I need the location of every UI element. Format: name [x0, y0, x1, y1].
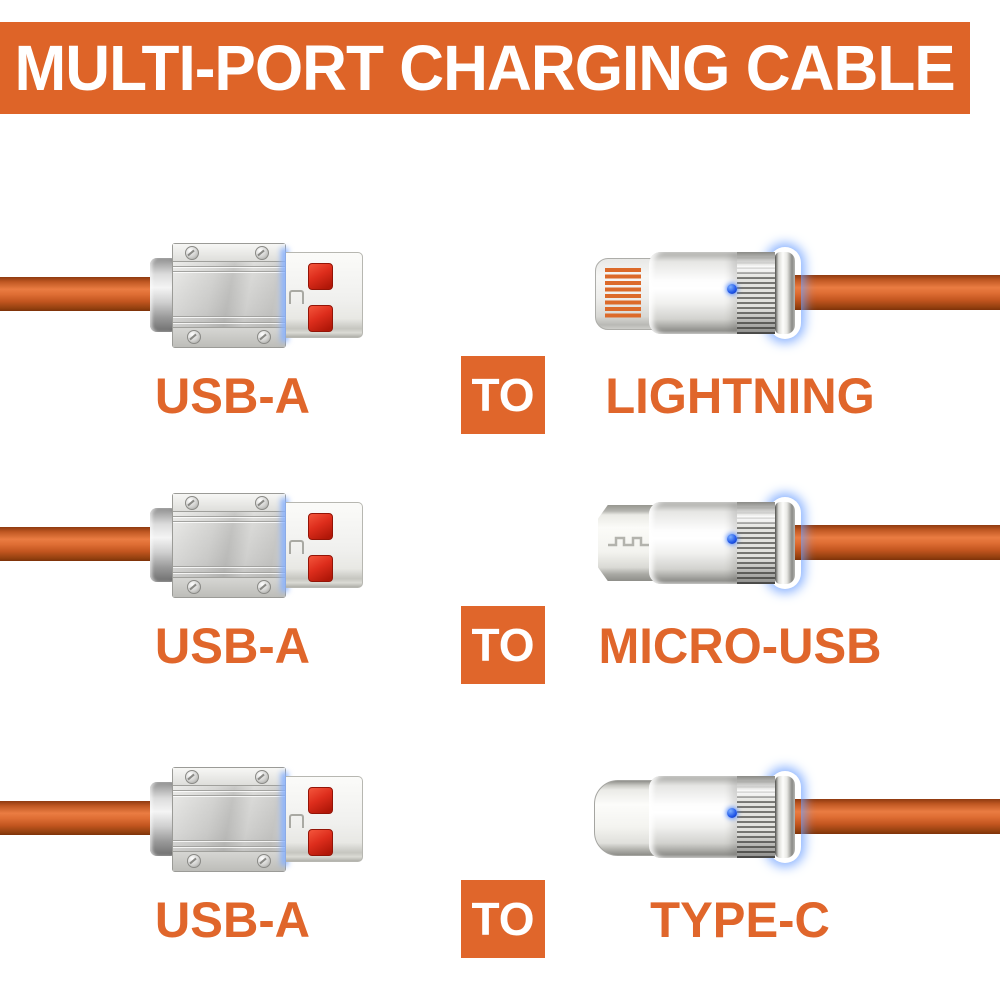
grip-ribs — [737, 252, 775, 334]
usb-a-tongue — [286, 252, 363, 338]
cable-row-micro-usb: USB-A TO MICRO-USB — [0, 478, 1000, 728]
usb-contact-red — [308, 555, 333, 582]
cable-row-type-c: USB-A TO TYPE-C — [0, 752, 1000, 1002]
cable-right — [792, 525, 1000, 560]
screw-icon — [187, 330, 201, 344]
page-title: MULTI-PORT CHARGING CABLE — [14, 32, 956, 104]
right-connector-label: LIGHTNING — [605, 368, 875, 424]
to-badge: TO — [461, 880, 545, 958]
screw-icon — [255, 770, 269, 784]
usb-contact-red — [308, 305, 333, 332]
led-indicator — [727, 534, 737, 544]
screw-icon — [185, 770, 199, 784]
usb-notch — [289, 814, 304, 828]
end-cap-ring — [775, 252, 795, 334]
blue-glow — [281, 772, 288, 866]
usb-contact-red — [308, 829, 333, 856]
cable-row-lightning: USB-A TO LIGHTNING — [0, 228, 1000, 478]
lightning-tip — [595, 258, 659, 330]
lightning-pins — [605, 268, 641, 319]
screw-icon — [185, 496, 199, 510]
cable-right — [792, 799, 1000, 834]
screw-icon — [255, 496, 269, 510]
usb-a-shell — [172, 243, 286, 348]
led-indicator — [727, 284, 737, 294]
usb-contact-red — [308, 263, 333, 290]
end-cap-ring — [775, 776, 795, 858]
plug-barrel — [649, 502, 795, 584]
left-connector-label: USB-A — [154, 368, 311, 424]
header-banner: MULTI-PORT CHARGING CABLE — [0, 22, 970, 114]
end-cap-ring — [775, 502, 795, 584]
plug-barrel — [649, 776, 795, 858]
plug-barrel — [649, 252, 795, 334]
cable-left — [0, 277, 153, 311]
blue-glow — [281, 498, 288, 592]
usb-a-tongue — [286, 776, 363, 862]
screw-icon — [187, 580, 201, 594]
blue-glow — [281, 248, 288, 342]
micro-usb-tip — [598, 505, 659, 581]
shell-bottom-band — [173, 327, 285, 347]
screw-icon — [187, 854, 201, 868]
row-labels: USB-A TO LIGHTNING — [0, 356, 1000, 436]
left-connector-label: USB-A — [154, 618, 311, 674]
screw-icon — [185, 246, 199, 260]
usb-a-tongue — [286, 502, 363, 588]
cable-right — [792, 275, 1000, 310]
to-badge: TO — [461, 606, 545, 684]
left-connector-label: USB-A — [154, 892, 311, 948]
usb-notch — [289, 540, 304, 554]
grip-ribs — [737, 776, 775, 858]
usb-notch — [289, 290, 304, 304]
row-labels: USB-A TO TYPE-C — [0, 880, 1000, 960]
usb-a-shell — [172, 493, 286, 598]
usb-contact-red — [308, 787, 333, 814]
usb-a-shell — [172, 767, 286, 872]
usb-contact-red — [308, 513, 333, 540]
led-indicator — [727, 808, 737, 818]
micro-usb-seam — [608, 536, 650, 547]
row-labels: USB-A TO MICRO-USB — [0, 606, 1000, 686]
screw-icon — [257, 580, 271, 594]
screw-icon — [257, 330, 271, 344]
right-connector-label: TYPE-C — [650, 892, 830, 948]
screw-icon — [255, 246, 269, 260]
grip-ribs — [737, 502, 775, 584]
screw-icon — [257, 854, 271, 868]
cable-left — [0, 527, 153, 561]
right-connector-label: MICRO-USB — [598, 618, 882, 674]
cable-left — [0, 801, 153, 835]
to-badge: TO — [461, 356, 545, 434]
